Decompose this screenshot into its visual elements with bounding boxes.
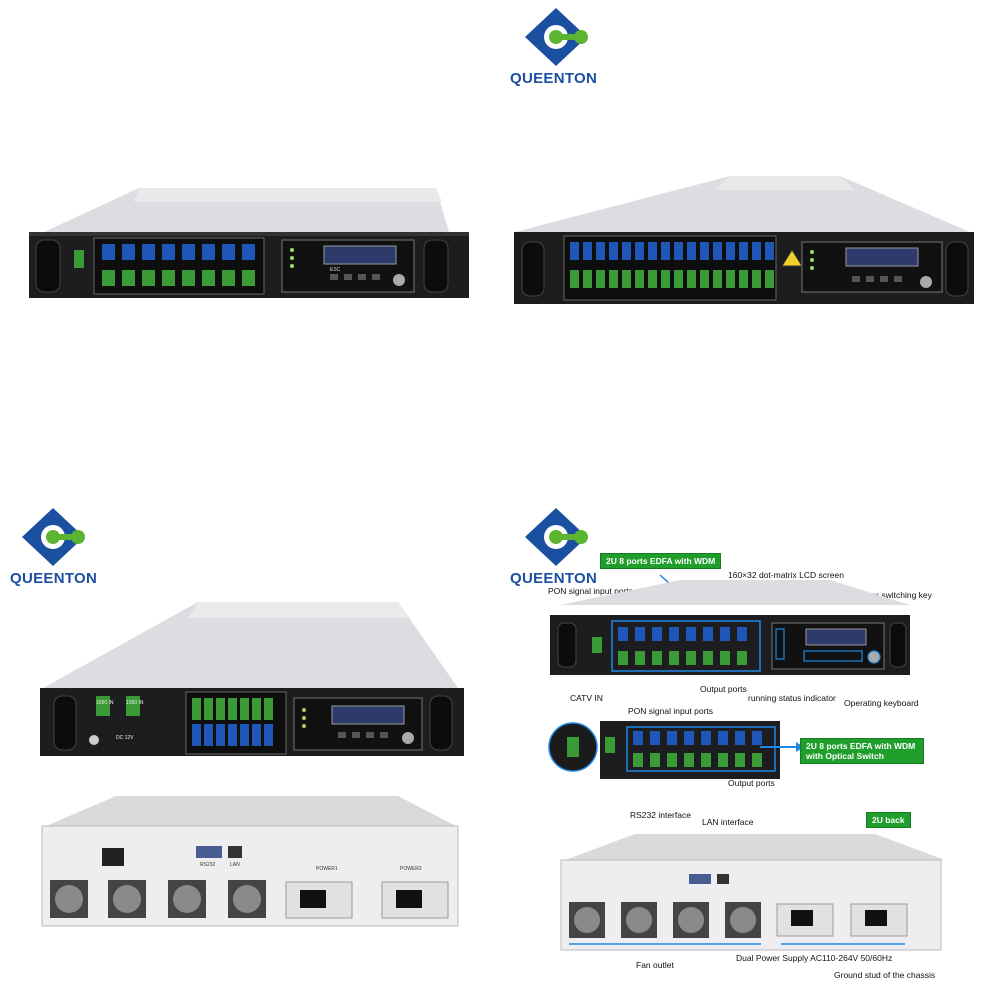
optical-switch-device — [548, 721, 780, 779]
blue-ports-row — [102, 244, 255, 260]
power1-label: POWER1 — [316, 866, 338, 872]
edfa-16port-device — [514, 176, 974, 304]
tag-edfa-wdm: 2U 8 ports EDFA with WDM — [600, 553, 722, 569]
annotated-back-device — [560, 834, 945, 951]
brand-name-bottom-right: QUEENTON — [510, 570, 598, 587]
edfa-8port-device — [29, 188, 469, 298]
catv-in-label-2: 1550 IN — [126, 700, 144, 706]
pump-key-label: Pump laser switching key — [836, 590, 932, 600]
edfa-front-device — [40, 602, 464, 756]
lcd-label: 160×32 dot-matrix LCD screen — [728, 570, 844, 580]
tag-optical-switch: 2U 8 ports EDFA with WDM with Optical Sw… — [800, 738, 924, 764]
annotated-front-device — [550, 574, 910, 675]
catv-in-label-1: 1550 IN — [96, 700, 114, 706]
fans — [50, 880, 266, 918]
vertical-ports — [192, 698, 273, 746]
outputs-label: Output ports — [700, 684, 747, 694]
queenton-logo-top — [525, 8, 588, 66]
lan-interface-label: LAN interface — [702, 817, 754, 827]
pon-inputs-label: PON signal input ports — [548, 586, 634, 596]
keyboard-label: Operating keyboard — [844, 698, 919, 708]
power2-label: POWER2 — [400, 866, 422, 872]
arrow-right-icon — [760, 742, 804, 752]
tag-back: 2U back — [866, 812, 911, 828]
brand-name-bottom-left: QUEENTON — [10, 570, 98, 587]
queenton-logo-bottom-right — [525, 508, 588, 566]
rs232-port-label: RS232 — [200, 862, 216, 868]
green-ports-16 — [570, 270, 774, 288]
outputs-label-2: Output ports — [728, 778, 775, 788]
catv-in-label: CATV IN — [570, 693, 603, 703]
edfa-back-device — [41, 796, 459, 927]
dc-label: DC 12V — [116, 735, 134, 741]
rs232-interface-label: RS232 interface — [630, 810, 691, 820]
power-supply-label: Dual Power Supply AC110-264V 50/60Hz — [736, 953, 893, 963]
brand-name-top: QUEENTON — [510, 70, 598, 87]
fan-outlet-label: Fan outlet — [636, 960, 674, 970]
blue-ports-16 — [570, 242, 774, 260]
pon-inputs-label-2: PON signal input ports — [628, 706, 714, 716]
esc-label-tl: ESC — [330, 267, 341, 273]
queenton-logo-bottom-left — [22, 508, 85, 566]
ground-stud-label: Ground stud of the chassis — [834, 970, 936, 980]
lan-port-label: LAN — [230, 862, 240, 868]
running-indicator-label: running status indicator — [748, 693, 836, 703]
green-ports-row — [102, 270, 255, 286]
